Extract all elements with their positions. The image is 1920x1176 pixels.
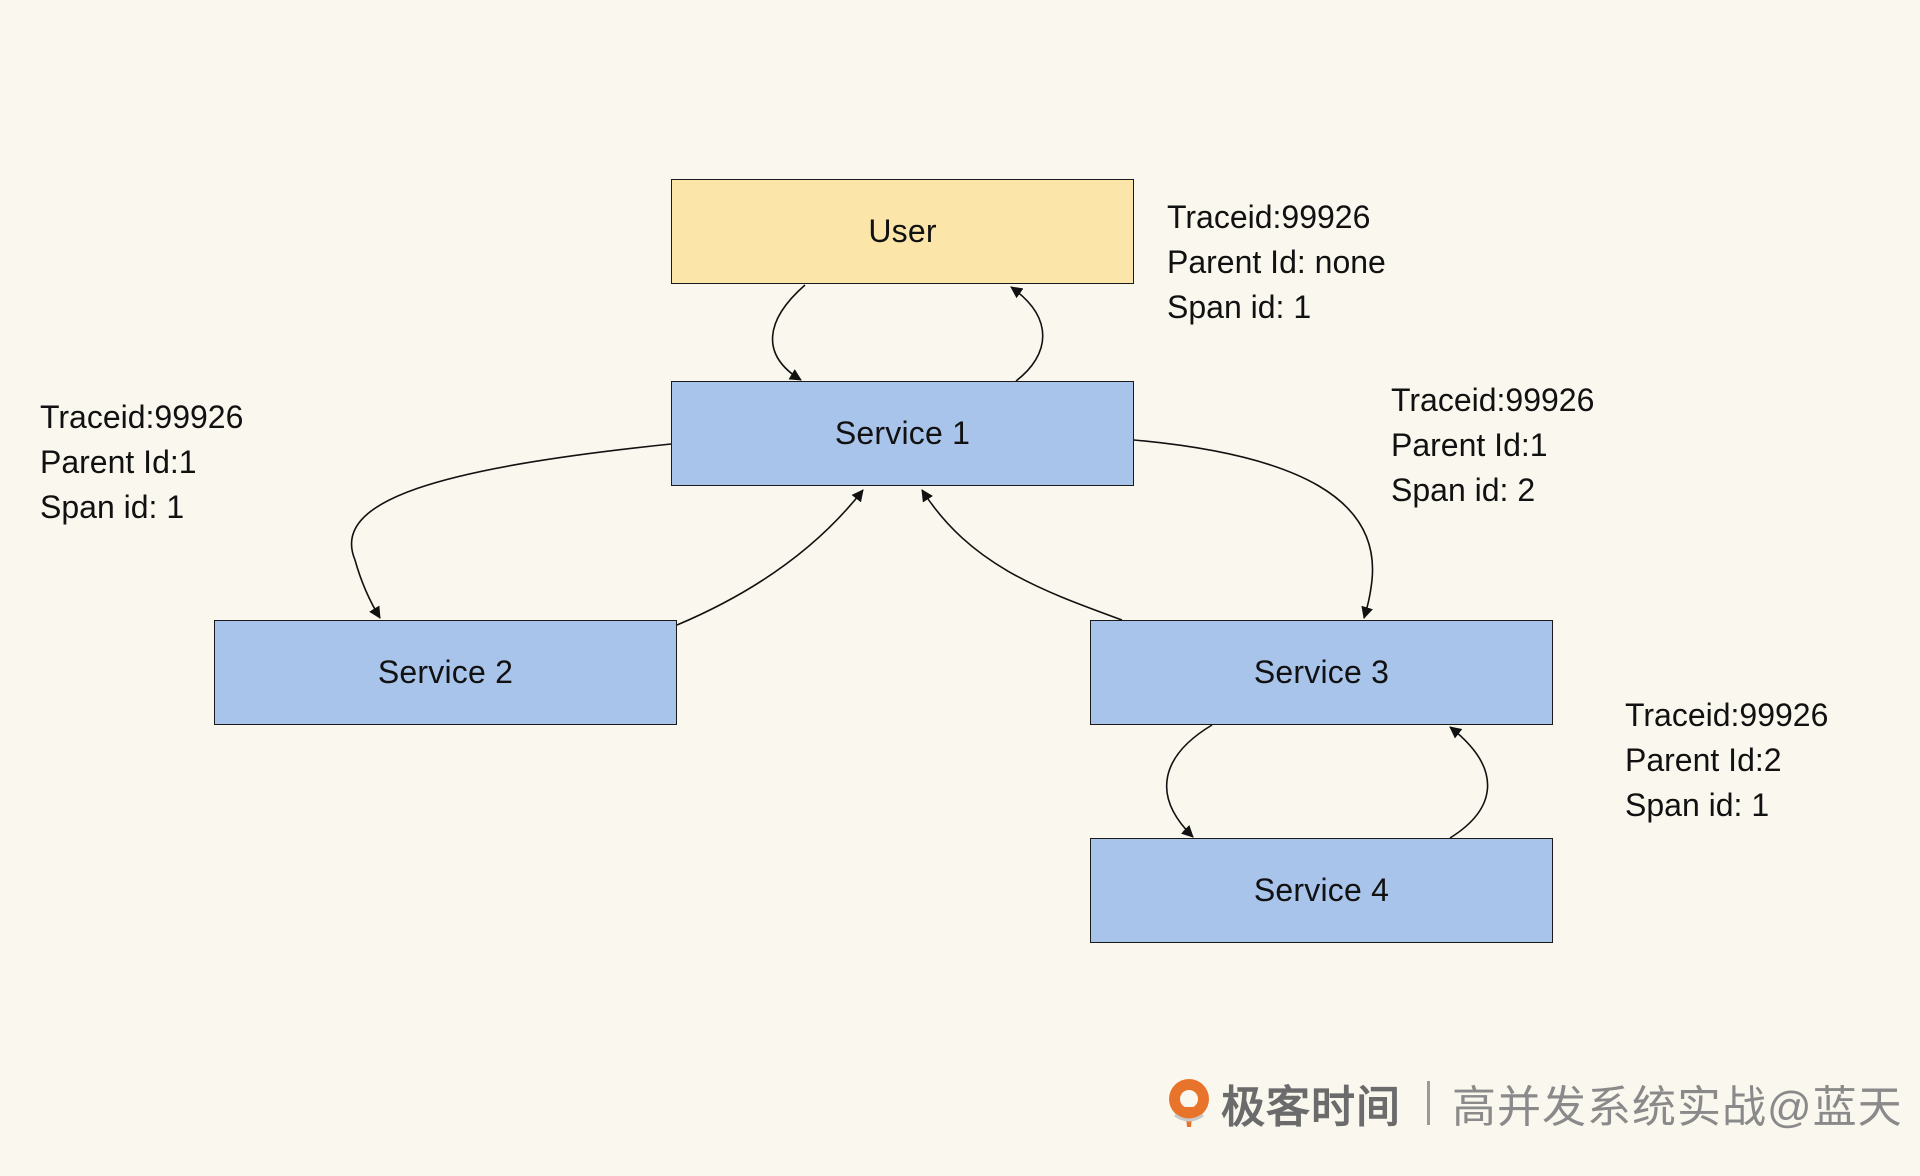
node-user-label: User — [868, 213, 937, 249]
node-service-2-label: Service 2 — [377, 654, 514, 690]
watermark-title: 高并发系统实战@蓝天 — [1452, 1083, 1903, 1132]
annotation-service-2-span-id: Span id: 1 — [40, 489, 185, 525]
node-service-3-label: Service 3 — [1253, 654, 1390, 690]
edge-service1-to-service3 — [1133, 439, 1374, 619]
node-service-3: Service 3 — [1090, 620, 1553, 725]
edge-service4-to-service3 — [1449, 726, 1489, 839]
annotation-user-parent-id: Parent Id: none — [1167, 244, 1386, 280]
watermark: 极客时间 高并发系统实战@蓝天 — [1165, 1075, 1903, 1132]
annotation-user-span-id: Span id: 1 — [1167, 289, 1312, 325]
node-service-4-label: Service 4 — [1253, 872, 1390, 908]
annotation-service-2: Traceid:99926 Parent Id:1 Span id: 1 — [40, 395, 243, 530]
annotation-service-4-parent-id: Parent Id:2 — [1625, 742, 1782, 778]
annotation-service-2-traceid: Traceid:99926 — [40, 399, 244, 435]
annotation-service-2-parent-id: Parent Id:1 — [40, 444, 197, 480]
watermark-divider — [1427, 1081, 1430, 1125]
annotation-service-4-traceid: Traceid:99926 — [1625, 697, 1829, 733]
edge-service3-to-service1 — [921, 489, 1123, 621]
annotation-service-4-span-id: Span id: 1 — [1625, 787, 1770, 823]
watermark-brand: 极客时间 — [1221, 1083, 1401, 1132]
edge-service1-to-user — [1010, 286, 1044, 382]
edge-service3-to-service4 — [1166, 724, 1213, 838]
annotation-service-3-traceid: Traceid:99926 — [1391, 382, 1595, 418]
annotation-service-4: Traceid:99926 Parent Id:2 Span id: 1 — [1625, 693, 1828, 828]
annotation-user-traceid: Traceid:99926 — [1167, 199, 1371, 235]
node-user: User — [671, 179, 1134, 284]
edge-service1-to-service2 — [350, 443, 672, 619]
node-service-1: Service 1 — [671, 381, 1134, 486]
node-service-4: Service 4 — [1090, 838, 1553, 943]
node-service-1-label: Service 1 — [834, 415, 971, 451]
node-service-2: Service 2 — [214, 620, 677, 725]
annotation-user: Traceid:99926 Parent Id: none Span id: 1 — [1167, 195, 1386, 330]
edge-user-to-service1 — [771, 284, 806, 381]
geektime-logo-icon — [1169, 1079, 1209, 1127]
edge-service2-to-service1 — [676, 489, 864, 626]
annotation-service-3-span-id: Span id: 2 — [1391, 472, 1536, 508]
annotation-service-3: Traceid:99926 Parent Id:1 Span id: 2 — [1391, 378, 1594, 513]
annotation-service-3-parent-id: Parent Id:1 — [1391, 427, 1548, 463]
